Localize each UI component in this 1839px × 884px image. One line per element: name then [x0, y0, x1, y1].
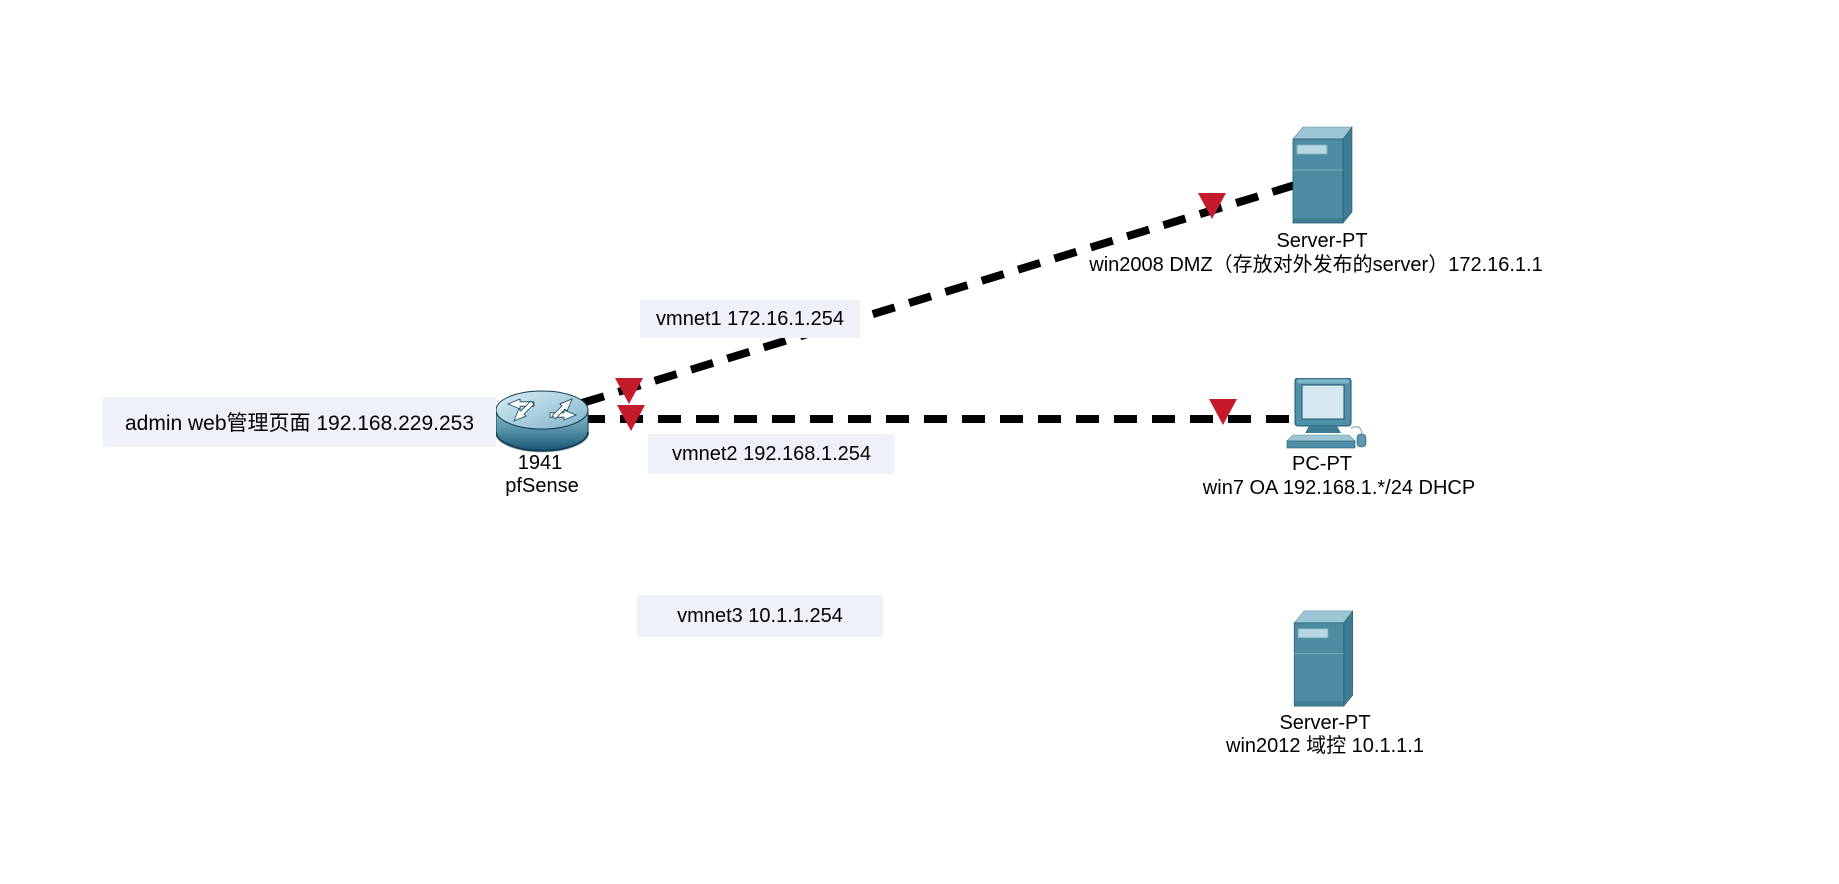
pc-oa-type-label: PC-PT — [1292, 453, 1352, 475]
pc-oa-name-label: win7 OA 192.168.1.*/24 DHCP — [1202, 477, 1476, 499]
server-dc-type-label: Server-PT — [1279, 712, 1371, 734]
note-vmnet1[interactable]: vmnet1 172.16.1.254 — [640, 300, 860, 338]
server-dmz-icon[interactable] — [1289, 123, 1354, 231]
link-status-arrow-icon — [615, 378, 643, 404]
pc-oa-icon[interactable] — [1285, 378, 1369, 454]
note-vmnet3[interactable]: vmnet3 10.1.1.254 — [637, 595, 883, 637]
server-dmz-name-label: win2008 DMZ（存放对外发布的server）172.16.1.1 — [1089, 254, 1543, 276]
server-dc-name-label: win2012 域控 10.1.1.1 — [1226, 735, 1424, 757]
note-vmnet2[interactable]: vmnet2 192.168.1.254 — [648, 434, 895, 474]
note-admin-web[interactable]: admin web管理页面 192.168.229.253 — [103, 397, 496, 447]
link-status-arrow-icon — [1209, 399, 1237, 425]
router-model-label: 1941 — [517, 452, 563, 474]
router-name-label: pfSense — [505, 475, 579, 497]
link-router-server-dmz[interactable] — [580, 181, 1297, 407]
link-status-arrow-icon — [617, 405, 645, 431]
link-status-arrow-icon — [1198, 193, 1226, 219]
server-dc-icon[interactable] — [1290, 607, 1355, 714]
router-icon[interactable] — [494, 389, 590, 455]
server-dmz-type-label: Server-PT — [1276, 230, 1368, 252]
